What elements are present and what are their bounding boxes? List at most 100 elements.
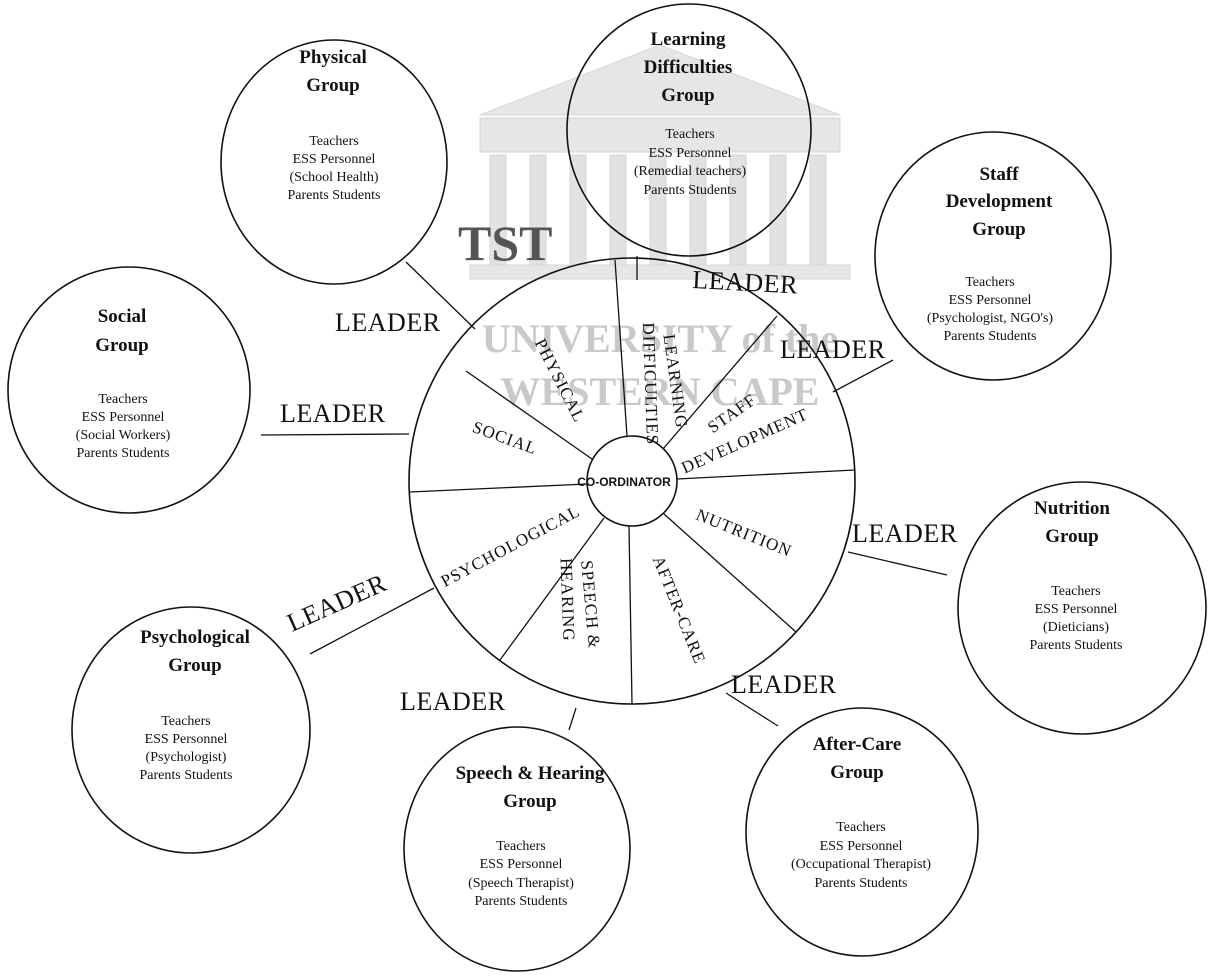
group-title: Development [946, 191, 1053, 212]
group-title: Group [95, 335, 149, 356]
sector-label-nutrition: NUTRITION [693, 505, 794, 561]
leader-label-aftercare: LEADER [731, 670, 837, 699]
group-member: ESS Personnel [1035, 602, 1118, 617]
group-member: Teachers [496, 839, 546, 854]
group-title: Nutrition [1034, 498, 1110, 519]
leader-label-speech: LEADER [400, 687, 506, 716]
group-circle [957, 481, 1207, 735]
group-title: Staff [979, 164, 1019, 185]
group-title: Physical [299, 47, 367, 68]
group-title: Group [972, 219, 1026, 240]
watermark-line1: UNIVERSITY of the [482, 316, 838, 361]
connectors [260, 256, 948, 731]
group-member: ESS Personnel [82, 410, 165, 425]
group-member: ESS Personnel [293, 152, 376, 167]
group-circle [874, 131, 1112, 381]
group-member: (Social Workers) [76, 428, 171, 443]
spoke-physical-social [465, 370, 593, 460]
group-nutrition: Nutrition Group Teachers ESS Personnel (… [957, 481, 1207, 735]
group-title: Group [503, 791, 557, 812]
sector-label-social: SOCIAL [470, 417, 540, 458]
group-member: Teachers [161, 714, 211, 729]
leader-label-social: LEADER [280, 399, 386, 428]
group-member: Parents Students [77, 446, 170, 461]
group-staff: Staff Development Group Teachers ESS Per… [874, 131, 1112, 381]
coordinator-label: CO-ORDINATOR [577, 475, 671, 489]
spoke-learning-staff [662, 315, 778, 450]
connector-physical [405, 261, 476, 330]
university-watermark: UNIVERSITY of the WESTERN CAPE [469, 44, 851, 414]
group-circle [7, 266, 251, 514]
leader-label-staff: LEADER [780, 335, 886, 364]
group-member: Teachers [665, 127, 715, 142]
group-psychological: Psychological Group Teachers ESS Personn… [71, 606, 311, 854]
connector-speech [568, 707, 577, 731]
group-circle [745, 707, 979, 957]
group-member: (Remedial teachers) [634, 164, 747, 179]
spoke-speech-psychological [499, 517, 605, 661]
spoke-psychological-social [409, 483, 588, 493]
group-member: (Speech Therapist) [468, 876, 574, 891]
group-speech: Speech & Hearing Group Teachers ESS Pers… [403, 726, 631, 972]
group-member: Parents Students [475, 894, 568, 909]
group-title: Group [1045, 526, 1099, 547]
group-member: Teachers [836, 820, 886, 835]
sector-label-aftercare: AFTER-CARE [649, 553, 710, 667]
leader-label-nutrition: LEADER [852, 519, 958, 548]
group-circle [220, 39, 448, 285]
group-physical: Physical Group Teachers ESS Personnel (S… [220, 39, 448, 285]
group-aftercare: After-Care Group Teachers ESS Personnel … [745, 707, 979, 957]
group-member: Teachers [309, 134, 359, 149]
connector-nutrition [847, 551, 948, 576]
group-circle [403, 726, 631, 972]
spoke-nutrition-aftercare [663, 513, 797, 633]
group-member: (Occupational Therapist) [791, 857, 931, 872]
group-member: Parents Students [944, 329, 1037, 344]
spoke-staff-nutrition [676, 469, 856, 480]
spoke-physical-learning [614, 259, 628, 437]
group-title: Speech & Hearing [456, 763, 605, 784]
group-learning: Learning Difficulties Group Teachers ESS… [566, 3, 812, 257]
group-title: Group [661, 85, 715, 106]
group-circle [71, 606, 311, 854]
group-title: Learning [651, 29, 726, 50]
group-member: Parents Students [140, 768, 233, 783]
group-member: Teachers [1051, 584, 1101, 599]
connector-aftercare [725, 692, 779, 727]
group-member: Parents Students [644, 183, 737, 198]
group-circle [566, 3, 812, 257]
group-member: Parents Students [288, 188, 381, 203]
sector-label-learning-2: DIFFICULTIES [639, 322, 662, 445]
watermark-entablature [479, 117, 841, 153]
group-title: Difficulties [644, 57, 733, 78]
group-member: ESS Personnel [145, 732, 228, 747]
group-title: After-Care [813, 734, 902, 755]
connector-social [260, 433, 410, 436]
sector-label-speech-2: HEARING [557, 558, 579, 642]
group-member: (Psychologist) [146, 750, 227, 765]
group-member: (Psychologist, NGO's) [927, 311, 1054, 326]
group-title: Group [830, 762, 884, 783]
connector-staff [832, 359, 894, 393]
leader-label-physical: LEADER [335, 308, 441, 337]
spoke-aftercare-speech [628, 525, 633, 705]
group-title: Social [98, 306, 147, 327]
group-member: ESS Personnel [949, 293, 1032, 308]
group-member: (Dieticians) [1043, 620, 1109, 635]
watermark-pediment [479, 44, 841, 116]
group-social: Social Group Teachers ESS Personnel (Soc… [7, 266, 251, 514]
leader-label-learning: LEADER [692, 265, 799, 299]
group-member: ESS Personnel [649, 146, 732, 161]
group-member: ESS Personnel [820, 839, 903, 854]
group-member: Teachers [98, 392, 148, 407]
group-member: Teachers [965, 275, 1015, 290]
tst-title: TST [458, 215, 553, 271]
group-member: ESS Personnel [480, 857, 563, 872]
group-member: (School Health) [289, 170, 378, 185]
watermark-columns [489, 154, 827, 266]
connector-psychological [309, 587, 435, 655]
sector-label-speech-1: SPEECH & [577, 559, 604, 649]
group-member: Parents Students [815, 876, 908, 891]
group-member: Parents Students [1030, 638, 1123, 653]
